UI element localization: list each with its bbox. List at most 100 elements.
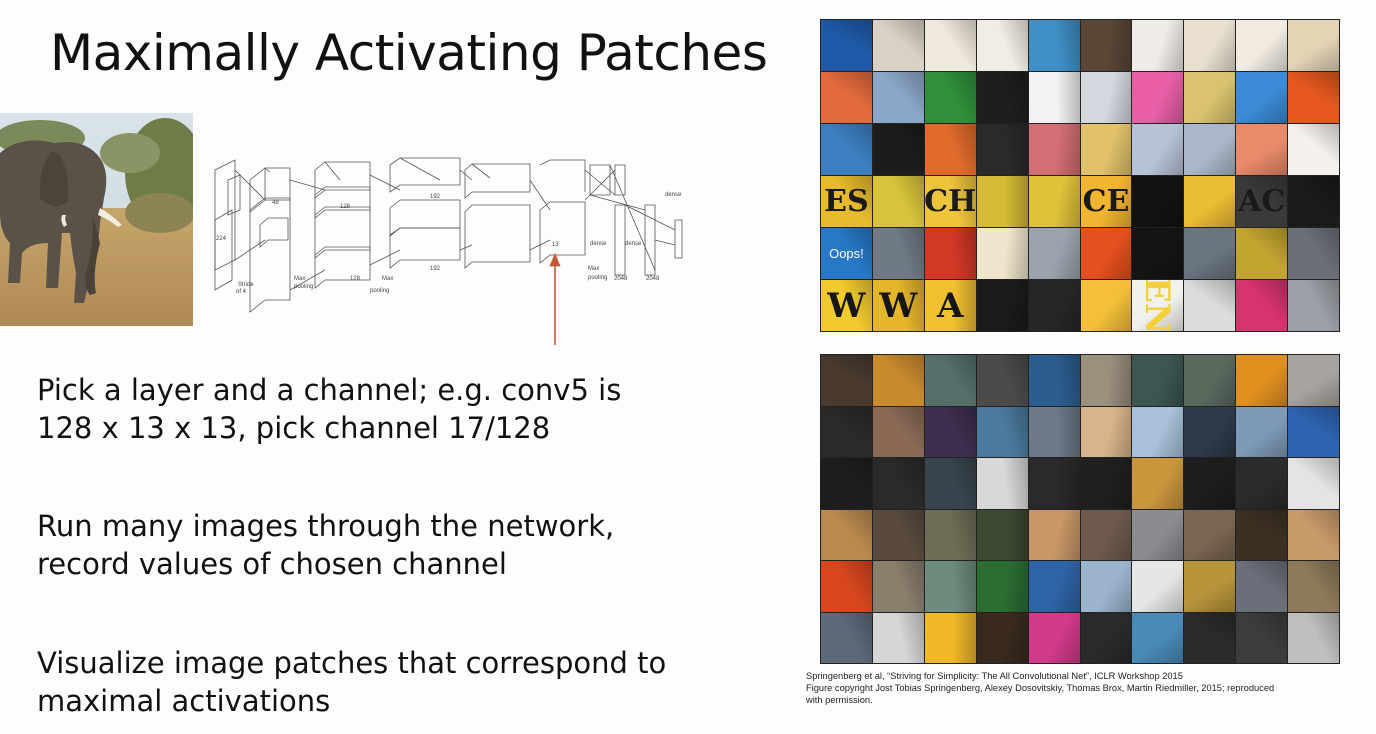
image-patch (1184, 280, 1236, 331)
image-patch (821, 612, 872, 663)
image-patch (821, 561, 872, 612)
patch-text: W (879, 285, 918, 326)
image-patch (1184, 612, 1236, 663)
label-max-pooling-2: Max (382, 276, 393, 282)
image-patch (1028, 406, 1080, 457)
image-patch (1288, 355, 1339, 406)
bullet-visualize: Visualize image patches that correspond … (37, 644, 666, 720)
image-patch (872, 228, 924, 279)
image-patch (1080, 124, 1132, 175)
label-13: 13 (552, 242, 559, 248)
label-192-b: 192 (430, 266, 441, 272)
image-patch (1132, 124, 1184, 175)
image-patch (1236, 406, 1288, 457)
image-patch (872, 612, 924, 663)
image-patch (924, 72, 976, 123)
image-patch (872, 20, 924, 71)
label-2048-b: 2048 (646, 276, 660, 282)
label-128-a: 128 (340, 204, 351, 210)
image-patch (1028, 176, 1080, 227)
image-patch (1132, 612, 1184, 663)
image-patch (1080, 20, 1132, 71)
caption-line: Figure copyright Jost Tobias Springenber… (806, 683, 1275, 693)
label-of-4: of 4 (236, 289, 247, 295)
image-patch (1132, 355, 1184, 406)
label-stride: Stride (238, 282, 254, 288)
image-patch (1184, 72, 1236, 123)
bullet-line: 128 x 13 x 13, pick channel 17/128 (37, 411, 551, 445)
image-patch: W (821, 280, 872, 331)
image-patch (1132, 406, 1184, 457)
image-patch (1028, 228, 1080, 279)
image-patch (872, 124, 924, 175)
image-patch (1236, 228, 1288, 279)
image-patch (1236, 280, 1288, 331)
image-patch (1028, 20, 1080, 71)
image-patch (1028, 561, 1080, 612)
image-patch (872, 509, 924, 560)
image-patch (924, 355, 976, 406)
image-patch (821, 355, 872, 406)
image-patch: AC (1236, 176, 1288, 227)
image-patch (1080, 280, 1132, 331)
image-patch (1028, 612, 1080, 663)
bullet-run-images: Run many images through the network, rec… (37, 507, 614, 583)
image-patch: ES (821, 176, 872, 227)
image-patch (976, 20, 1028, 71)
image-patch (976, 72, 1028, 123)
image-patch (1080, 406, 1132, 457)
image-patch (1236, 509, 1288, 560)
label-dense-1: dense (665, 192, 682, 198)
label-max-pooling-3b: pooling (588, 275, 607, 281)
image-patch (1288, 228, 1339, 279)
image-patch (872, 561, 924, 612)
label-48: 48 (272, 200, 279, 206)
caption-line: with permission. (806, 695, 873, 705)
image-patch (1028, 124, 1080, 175)
image-patch (976, 228, 1028, 279)
image-patch (976, 406, 1028, 457)
image-patch (1288, 509, 1339, 560)
image-patch (821, 20, 872, 71)
image-patch (1288, 176, 1339, 227)
bullet-line: Visualize image patches that correspond … (37, 646, 667, 680)
image-patch (924, 228, 976, 279)
label-192-a: 192 (430, 194, 441, 200)
image-patch (1236, 72, 1288, 123)
image-patch (976, 458, 1028, 509)
bullet-line: maximal activations (37, 684, 331, 718)
image-patch (1028, 509, 1080, 560)
bullet-pick-layer: Pick a layer and a channel; e.g. conv5 i… (37, 371, 621, 447)
image-patch: EN (1132, 280, 1184, 331)
image-patch (1288, 406, 1339, 457)
image-patch (1028, 458, 1080, 509)
image-patch (821, 72, 872, 123)
image-patch (976, 612, 1028, 663)
image-patch (1080, 458, 1132, 509)
image-patch (1184, 406, 1236, 457)
label-128-b: 128 (350, 276, 361, 282)
caption-line: Springenberg et al, “Striving for Simpli… (806, 671, 1183, 681)
image-patch (1132, 509, 1184, 560)
bullet-line: Run many images through the network, (37, 509, 615, 543)
label-224: 224 (216, 236, 227, 242)
image-patch (1288, 561, 1339, 612)
image-patch (1132, 20, 1184, 71)
image-patch (1288, 280, 1339, 331)
patch-text: AC (1238, 184, 1286, 219)
image-patch (1288, 124, 1339, 175)
image-patch (1132, 72, 1184, 123)
image-patch (1184, 509, 1236, 560)
label-max-pooling-3: Max (588, 266, 599, 272)
image-patch (1184, 176, 1236, 227)
image-patch (1288, 458, 1339, 509)
image-patch (1288, 20, 1339, 71)
image-patch (924, 561, 976, 612)
image-patch (924, 612, 976, 663)
image-patch (924, 509, 976, 560)
image-patch (976, 355, 1028, 406)
bullet-line: Pick a layer and a channel; e.g. conv5 i… (37, 373, 622, 407)
image-patch: CE (1080, 176, 1132, 227)
image-patch: Oops! (821, 228, 872, 279)
